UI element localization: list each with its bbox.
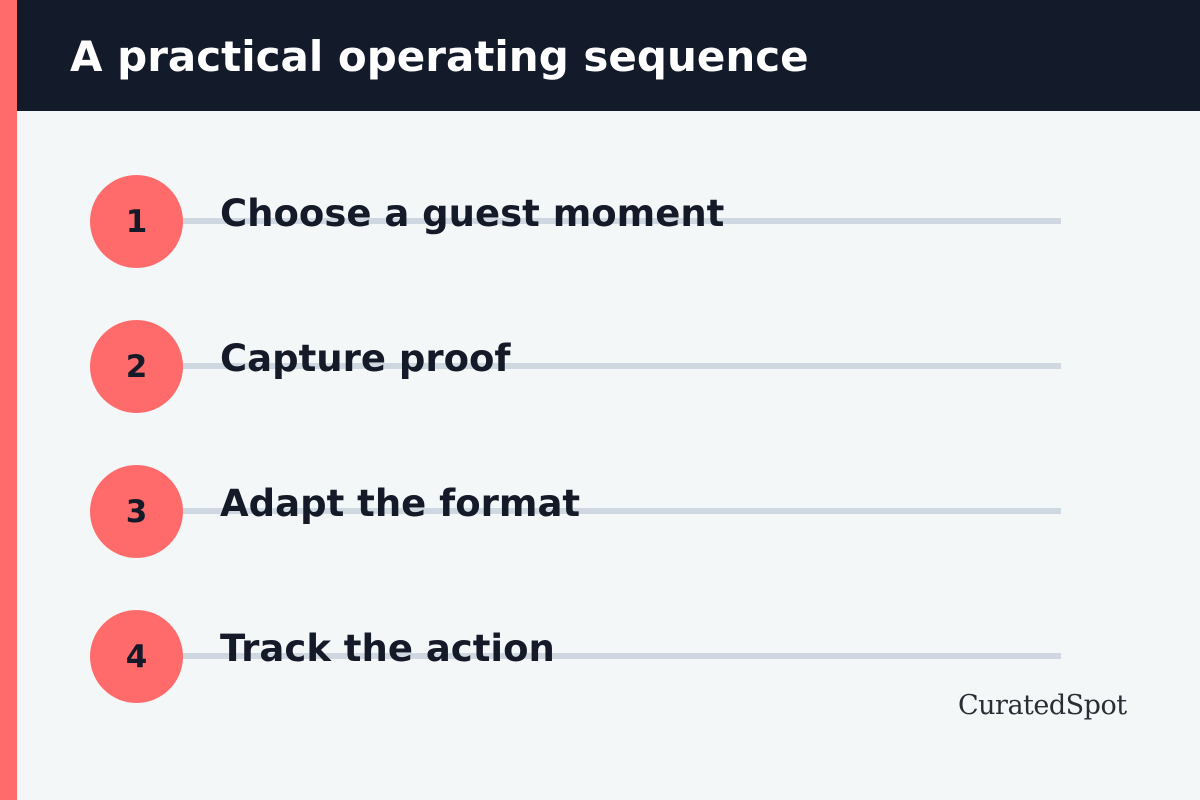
- step-number: 4: [125, 638, 148, 675]
- step-item: 4 Track the action: [0, 610, 1200, 704]
- step-number-badge: 1: [90, 175, 183, 268]
- brand-logo: CuratedSpot: [958, 690, 1127, 721]
- step-number: 1: [125, 203, 148, 240]
- step-item: 1 Choose a guest moment: [0, 175, 1200, 269]
- step-connector-line: [136, 653, 1061, 659]
- page-title: A practical operating sequence: [70, 32, 809, 81]
- step-connector-line: [136, 363, 1061, 369]
- step-number-badge: 2: [90, 320, 183, 413]
- step-label: Choose a guest moment: [220, 192, 725, 235]
- header-banner: A practical operating sequence: [17, 0, 1200, 111]
- step-item: 2 Capture proof: [0, 320, 1200, 414]
- step-item: 3 Adapt the format: [0, 465, 1200, 559]
- step-label: Adapt the format: [220, 482, 581, 525]
- step-number-badge: 3: [90, 465, 183, 558]
- step-label: Capture proof: [220, 337, 511, 380]
- step-number: 3: [125, 493, 148, 530]
- step-number-badge: 4: [90, 610, 183, 703]
- left-accent-bar: [0, 0, 17, 800]
- step-connector-line: [136, 218, 1061, 224]
- step-label: Track the action: [220, 627, 555, 670]
- step-number: 2: [125, 348, 148, 385]
- step-connector-line: [136, 508, 1061, 514]
